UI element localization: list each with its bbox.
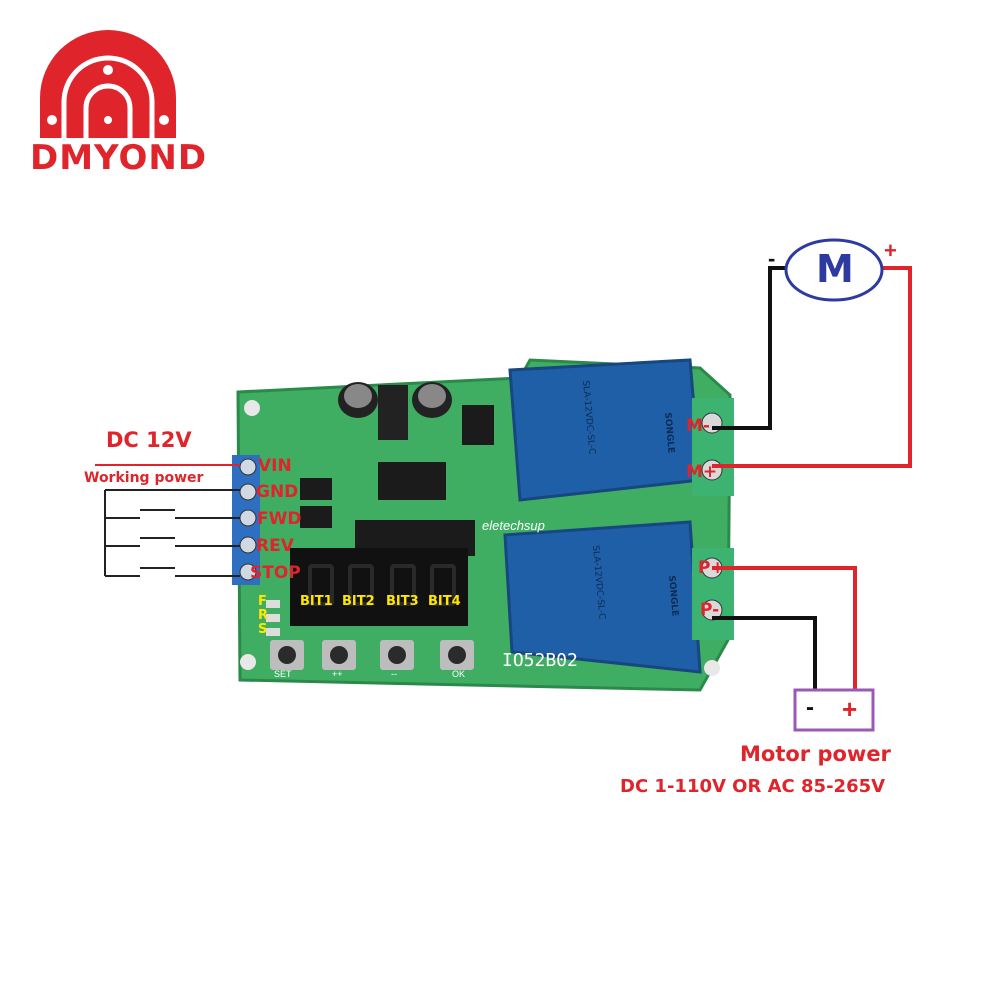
motor-minus: - — [768, 246, 776, 271]
motor-plus: + — [884, 238, 897, 263]
terminal-label-fwd: FWD — [257, 509, 302, 529]
board-brand: eletechsup — [482, 518, 545, 533]
button-label-set: SET — [274, 669, 292, 679]
button-label-up: ++ — [332, 669, 343, 679]
supply-plus: + — [842, 694, 858, 724]
terminal-label-p-plus: P+ — [698, 558, 725, 578]
supply-box — [793, 688, 875, 732]
terminal-label-m-minus: M- — [686, 416, 710, 436]
brand-logo: DMYOND — [28, 20, 206, 180]
led-label-r: R — [258, 608, 269, 623]
motor-symbol: M — [816, 247, 854, 291]
led-label-f: F — [258, 594, 267, 609]
terminal-label-rev: REV — [256, 536, 294, 556]
terminal-label-stop: STOP — [250, 563, 301, 583]
terminal-label-m-plus: M+ — [686, 462, 718, 482]
right-terminal-block — [692, 398, 734, 640]
switch-wires — [104, 489, 240, 577]
capacitor-icon — [338, 382, 452, 440]
button-label-down: -- — [391, 669, 397, 679]
power-description-label: Working power — [84, 470, 204, 486]
terminal-label-p-minus: P- — [700, 600, 720, 620]
push-buttons — [270, 640, 474, 670]
brand-name: DMYOND — [30, 138, 208, 178]
bit-label-1: BIT1 — [300, 594, 333, 609]
terminal-label-vin: VIN — [258, 456, 292, 476]
supply-minus: - — [806, 694, 814, 721]
terminal-label-gnd: GND — [256, 482, 299, 502]
bit-label-3: BIT3 — [386, 594, 419, 609]
power-voltage-label: DC 12V — [106, 428, 192, 452]
supply-title: Motor power — [740, 742, 891, 766]
supply-spec: DC 1-110V OR AC 85-265V — [620, 776, 886, 797]
relay-2 — [503, 520, 702, 674]
bit-label-4: BIT4 — [428, 594, 461, 609]
button-label-ok: OK — [452, 669, 466, 679]
left-terminal-block — [232, 455, 260, 585]
bit-label-2: BIT2 — [342, 594, 375, 609]
led-label-s: S — [258, 622, 268, 637]
board-model: IO52B02 — [502, 650, 578, 671]
motor-icon — [784, 238, 884, 302]
logo-arch-icon — [40, 30, 176, 139]
